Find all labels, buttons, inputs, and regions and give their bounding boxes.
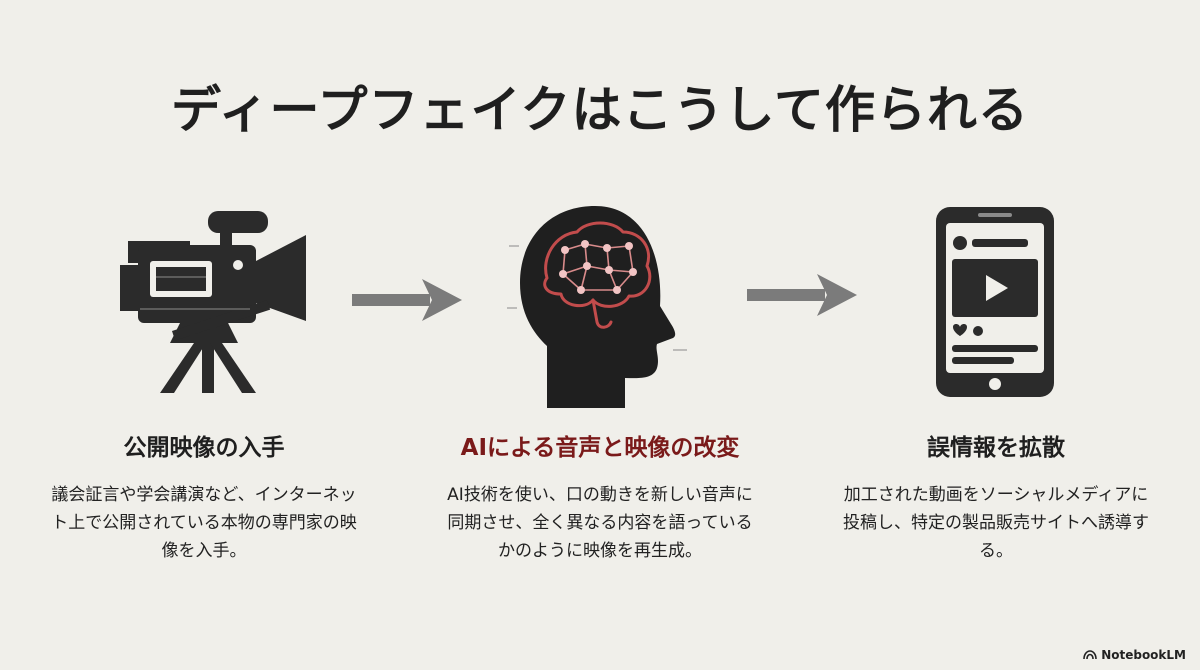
- brand-name: NotebookLM: [1101, 648, 1186, 662]
- ai-brain-head-icon: [507, 206, 687, 408]
- smartphone-social-video-icon: [936, 207, 1054, 397]
- page-title: ディープフェイクはこうして作られる: [171, 80, 1029, 139]
- video-camera-icon: [120, 211, 306, 393]
- step-title-spread-misinformation: 誤情報を拡散: [927, 435, 1065, 461]
- step-title-acquire-footage: 公開映像の入手: [123, 435, 285, 461]
- arrow-right-icon: [747, 274, 857, 316]
- arrow-right-icon: [352, 279, 462, 321]
- step-title-ai-manipulation: AIによる音声と映像の改変: [460, 435, 740, 461]
- notebooklm-logo-icon: [1083, 650, 1097, 660]
- step-description-spread-misinformation: 加工された動画をソーシャルメディアに投稿し、特定の製品販売サイトへ誘導する。: [843, 485, 1149, 561]
- step-description-acquire-footage: 議会証言や学会講演など、インターネット上で公開されている本物の専門家の映像を入手…: [51, 485, 357, 561]
- brand-watermark: NotebookLM: [1083, 648, 1186, 662]
- step-description-ai-manipulation: AI技術を使い、口の動きを新しい音声に同期させ、全く異なる内容を語っているかのよ…: [447, 485, 753, 561]
